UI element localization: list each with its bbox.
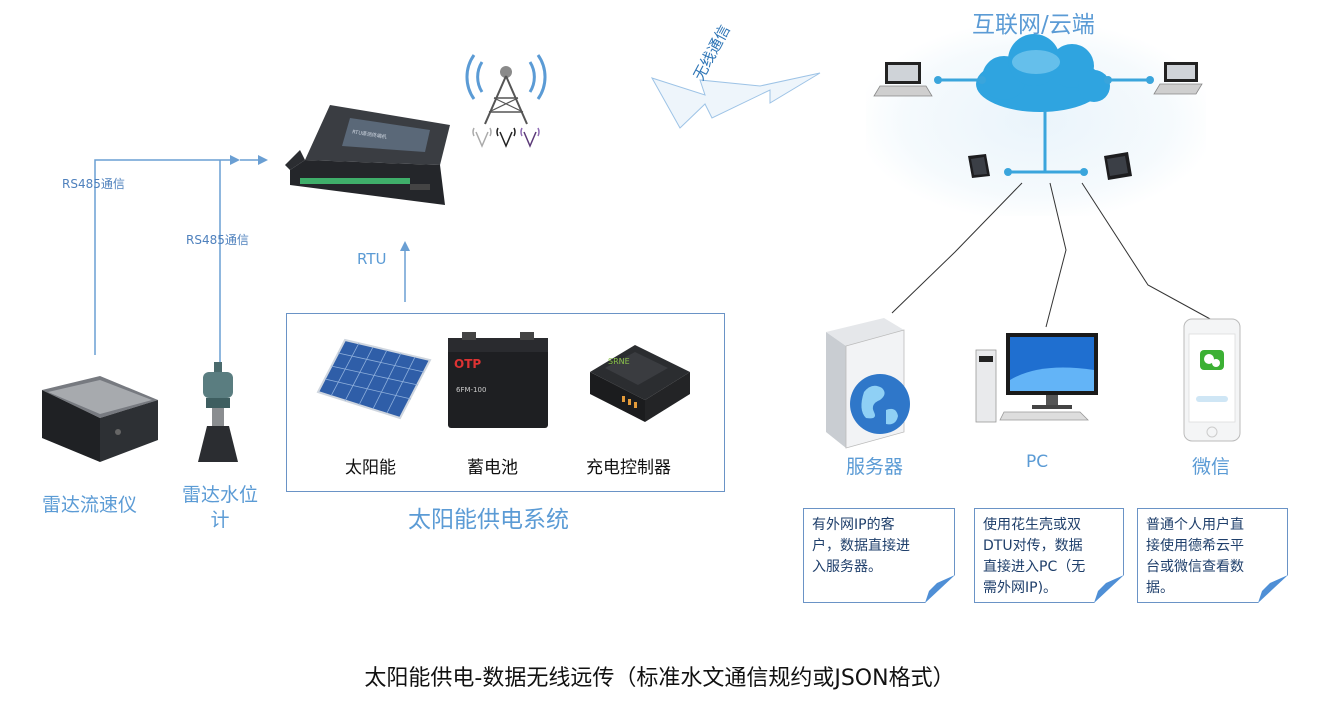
line-to-wechat <box>1081 182 1213 321</box>
pc-label: PC <box>1026 452 1049 472</box>
rtu-label: RTU <box>357 250 387 268</box>
server-note-text: 有外网IP的客 户，数据直接进 入服务器。 <box>812 517 910 575</box>
charge-controller-label: 充电控制器 <box>586 458 671 478</box>
laptop-left-icon <box>873 62 933 97</box>
charge-controller-icon: SRNE <box>590 345 690 422</box>
phone-wechat-icon <box>1183 318 1241 442</box>
battery-label: 蓄电池 <box>467 458 518 478</box>
tablet-right-icon <box>1104 152 1132 180</box>
wechat-note: 普通个人用户直 接使用德希云平 台或微信查看数 据。 <box>1137 508 1288 603</box>
flow-meter-label: 雷达流速仪 <box>42 494 138 516</box>
wechat-label: 微信 <box>1192 456 1231 478</box>
solar-panel-icon <box>316 338 432 420</box>
line-to-pc <box>1045 182 1067 328</box>
diagram-caption: 太阳能供电-数据无线远传（标准水文通信规约或JSON格式） <box>364 666 955 691</box>
rs485-line-left <box>94 155 240 355</box>
pc-note: 使用花生壳或双 DTU对传，数据 直接进入PC（无 需外网IP)。 <box>974 508 1124 603</box>
controller-brand: SRNE <box>608 357 630 366</box>
pc-icon <box>975 333 1098 423</box>
battery-icon: OTP 6FM-100 <box>448 332 548 428</box>
antenna-tower-icon <box>465 54 547 148</box>
wireless-bolt <box>650 72 821 129</box>
server-note: 有外网IP的客 户，数据直接进 入服务器。 <box>803 508 955 603</box>
laptop-right-icon <box>1153 62 1203 95</box>
pc-note-text: 使用花生壳或双 DTU对传，数据 直接进入PC（无 需外网IP)。 <box>983 517 1086 596</box>
page-curl-icon <box>925 575 955 603</box>
rs485-label-right: RS485通信 <box>186 233 249 247</box>
level-meter-label: 雷达水位计 <box>181 484 258 531</box>
rs485-label-left: RS485通信 <box>62 177 125 191</box>
solar-system-box <box>286 313 725 492</box>
radar-level-meter-icon <box>198 362 238 462</box>
battery-brand: OTP <box>454 357 481 371</box>
server-label: 服务器 <box>846 456 904 478</box>
solar-system-title: 太阳能供电系统 <box>408 507 569 533</box>
rtu-device-icon <box>285 105 450 205</box>
tablet-left-icon <box>968 154 990 178</box>
hub-nodes <box>934 76 1154 176</box>
page-curl-icon <box>1258 575 1288 603</box>
battery-model: 6FM-100 <box>456 386 486 394</box>
line-to-server <box>891 182 1023 314</box>
server-icon <box>826 318 910 449</box>
cloud-icon <box>976 34 1110 112</box>
solar-panel-label: 太阳能 <box>345 458 396 478</box>
network-hub-lines <box>938 78 1150 174</box>
cloud-title: 互联网/云端 <box>972 12 1095 38</box>
wechat-note-text: 普通个人用户直 接使用德希云平 台或微信查看数 据。 <box>1146 517 1244 596</box>
radar-flow-meter-icon <box>42 376 158 462</box>
page-curl-icon <box>1094 575 1124 603</box>
